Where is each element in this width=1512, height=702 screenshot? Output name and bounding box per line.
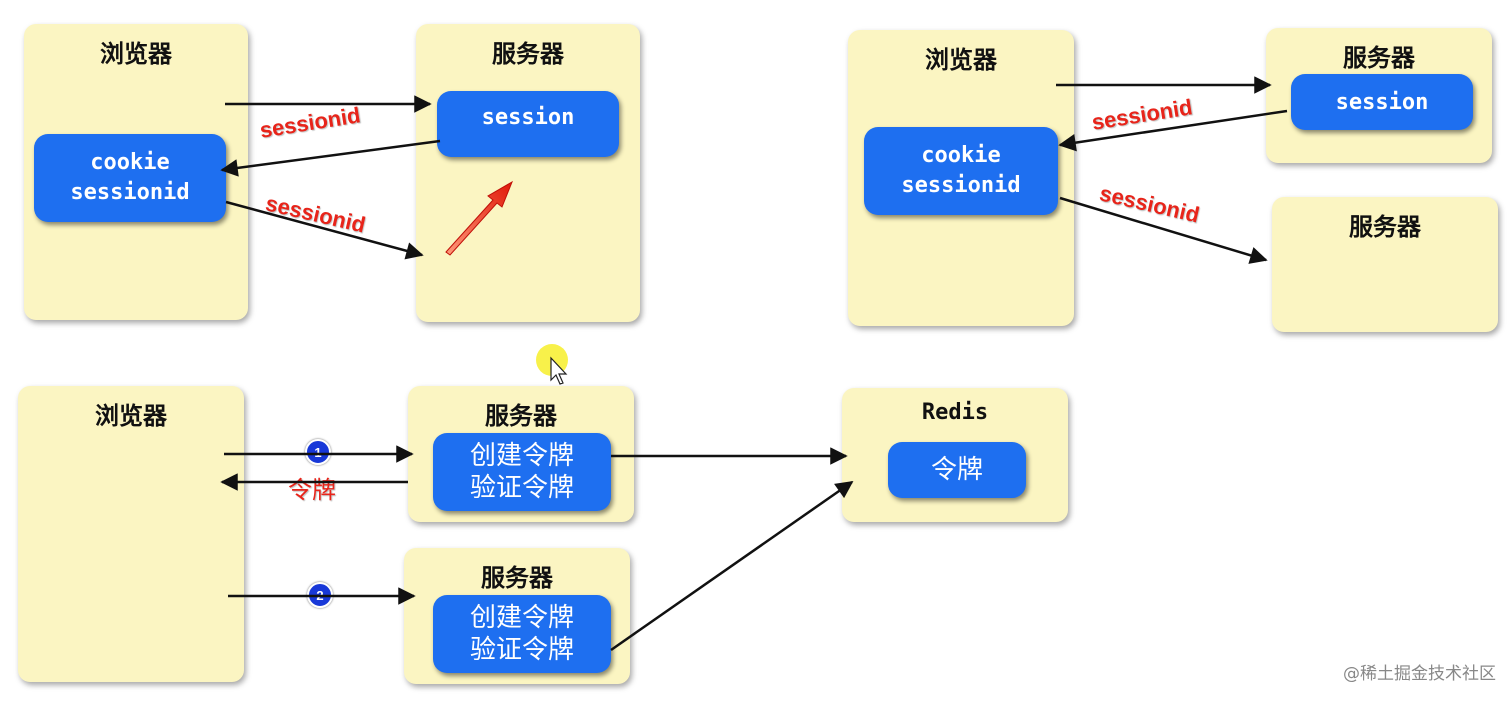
browser-box-bottom: 浏览器 [18, 386, 244, 682]
redis-token-label: 令牌 [930, 455, 983, 485]
cookie-sessionid-pill: cookie sessionid [34, 134, 226, 222]
verify-token-label: 验证令牌 [469, 473, 574, 503]
server-box-top-left: 服务器 [416, 24, 640, 322]
redis-token-pill: 令牌 [888, 442, 1026, 498]
verify-token-label: 验证令牌 [469, 635, 574, 665]
create-token-label: 创建令牌 [469, 603, 574, 633]
token-pill-2: 创建令牌 验证令牌 [433, 595, 611, 673]
token-pill-1: 创建令牌 验证令牌 [433, 433, 611, 511]
browser-title: 浏览器 [100, 40, 172, 68]
server-title: 服务器 [1349, 213, 1421, 241]
cookie-label: cookie [90, 150, 170, 175]
session-label: session [1335, 89, 1429, 115]
cookie-label: cookie [921, 143, 1001, 168]
arrow-response [220, 139, 441, 177]
step-1-badge: 1 [305, 439, 331, 465]
server-title: 服务器 [492, 40, 564, 68]
red-highlight-arrow [445, 180, 514, 256]
sessionid-label: sessionid [70, 180, 190, 205]
arrow-response [1058, 109, 1288, 152]
arrow-request-sessionid [225, 200, 424, 260]
arrow-to-redis-2 [610, 480, 854, 652]
browser-title: 浏览器 [95, 402, 167, 430]
server-title: 服务器 [481, 564, 553, 592]
session-pill: session [437, 91, 619, 157]
session-pill: session [1291, 74, 1473, 130]
watermark: @稀土掘金技术社区 [1343, 664, 1496, 684]
browser-title: 浏览器 [925, 46, 997, 74]
create-token-label: 创建令牌 [469, 441, 574, 471]
redis-title: Redis [921, 400, 989, 425]
cookie-sessionid-pill: cookie sessionid [864, 127, 1058, 215]
session-label: session [481, 105, 575, 130]
server-box-top-right-2: 服务器 [1272, 197, 1498, 332]
sessionid-label: sessionid [901, 173, 1021, 198]
mouse-cursor-icon [550, 356, 568, 385]
server-title: 服务器 [485, 402, 557, 430]
token-return-label: 令牌 [288, 476, 336, 504]
server-title: 服务器 [1343, 44, 1415, 72]
arrow-request-sessionid [1059, 196, 1268, 264]
